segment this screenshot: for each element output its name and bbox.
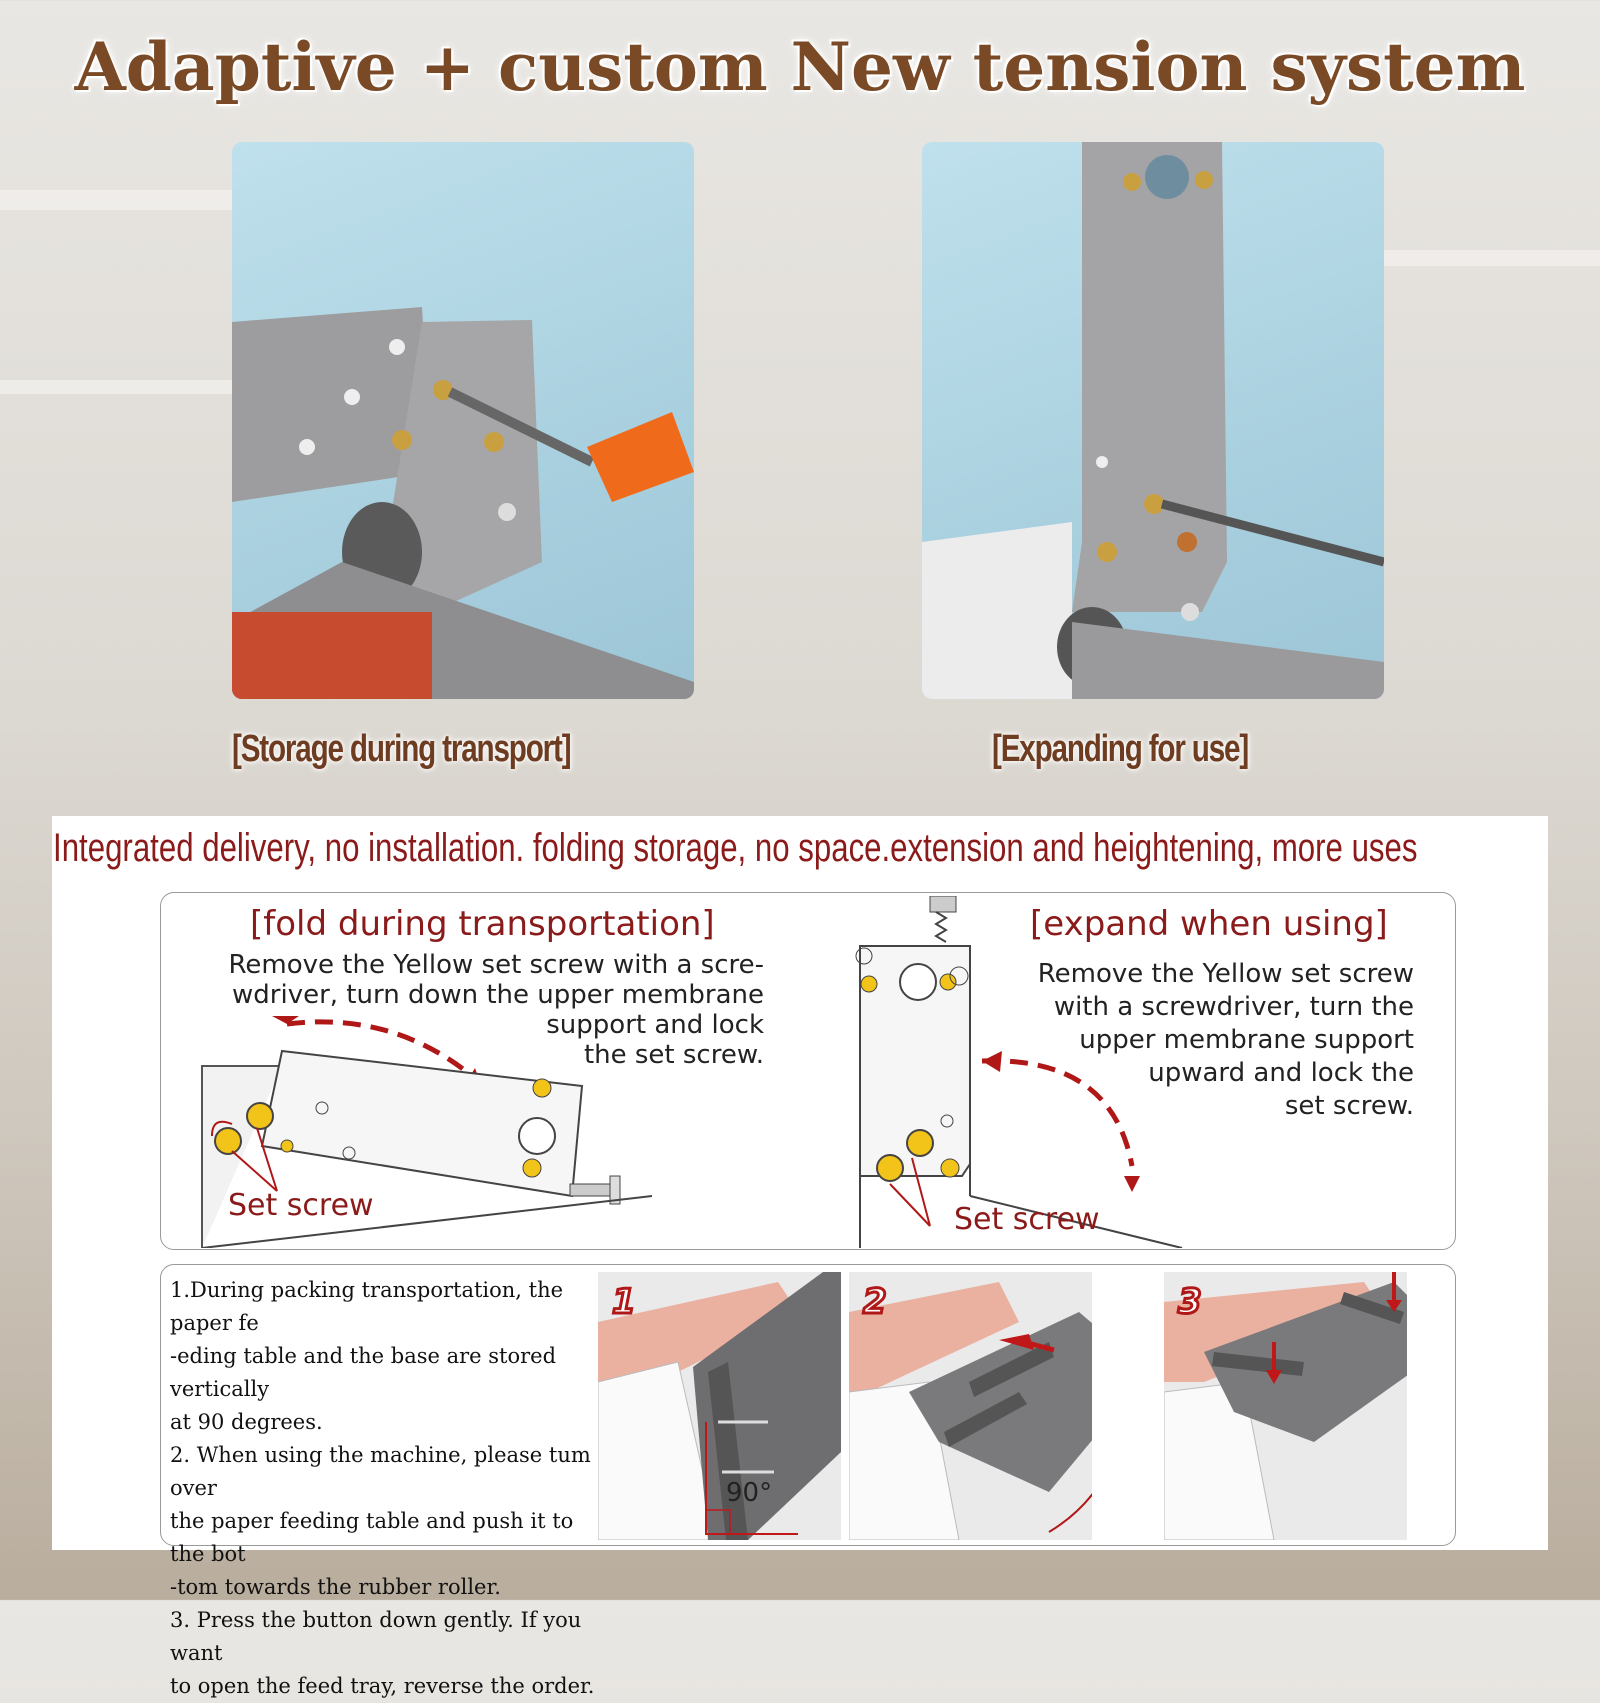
step-3-badge: 3 (1177, 1281, 1204, 1324)
photo-caption-expanding: [Expanding for use] (992, 728, 1249, 770)
expand-diagram (855, 896, 1183, 1248)
background-shelf (0, 380, 240, 394)
steps-text: 1.During packing transportation, the pap… (170, 1274, 600, 1703)
expand-set-screw-label: Set screw (954, 1202, 1100, 1237)
background-shelf (1380, 250, 1600, 266)
photo-storage (232, 142, 694, 699)
background-shelf (0, 190, 240, 210)
step-1-text: 1.During packing transportation, the pap… (170, 1278, 564, 1434)
photo-caption-storage: [Storage during transport] (232, 728, 572, 770)
instruction-panel: Integrated delivery, no installation. fo… (52, 816, 1548, 1698)
panel-subhead: Integrated delivery, no installation. fo… (53, 826, 1418, 870)
step-3-image: 3 (1164, 1272, 1407, 1540)
step-2-image: 2 (849, 1272, 1092, 1540)
step-1-badge: 1 (611, 1281, 638, 1324)
fold-expand-box (160, 892, 1456, 1250)
expand-text: Remove the Yellow set screw with a screw… (1037, 959, 1414, 1121)
photo-expanding (922, 142, 1384, 699)
fold-text: Remove the Yellow set screw with a scre-… (228, 950, 764, 1070)
step-2-text: 2. When using the machine, please tum ov… (170, 1443, 591, 1599)
angle-label: 90° (726, 1478, 773, 1508)
step-1-image: 1 90° (598, 1272, 841, 1540)
step-2-badge: 2 (862, 1281, 889, 1324)
headline: Adaptive + custom New tension system (74, 28, 1526, 106)
step-3-text: 3. Press the button down gently. If you … (170, 1608, 595, 1698)
expand-title: [expand when using] (1030, 904, 1388, 944)
steps-box (160, 1264, 1456, 1546)
fold-diagram (201, 1016, 652, 1248)
fold-set-screw-label: Set screw (228, 1188, 374, 1223)
fold-title: [fold during transportation] (250, 904, 715, 944)
